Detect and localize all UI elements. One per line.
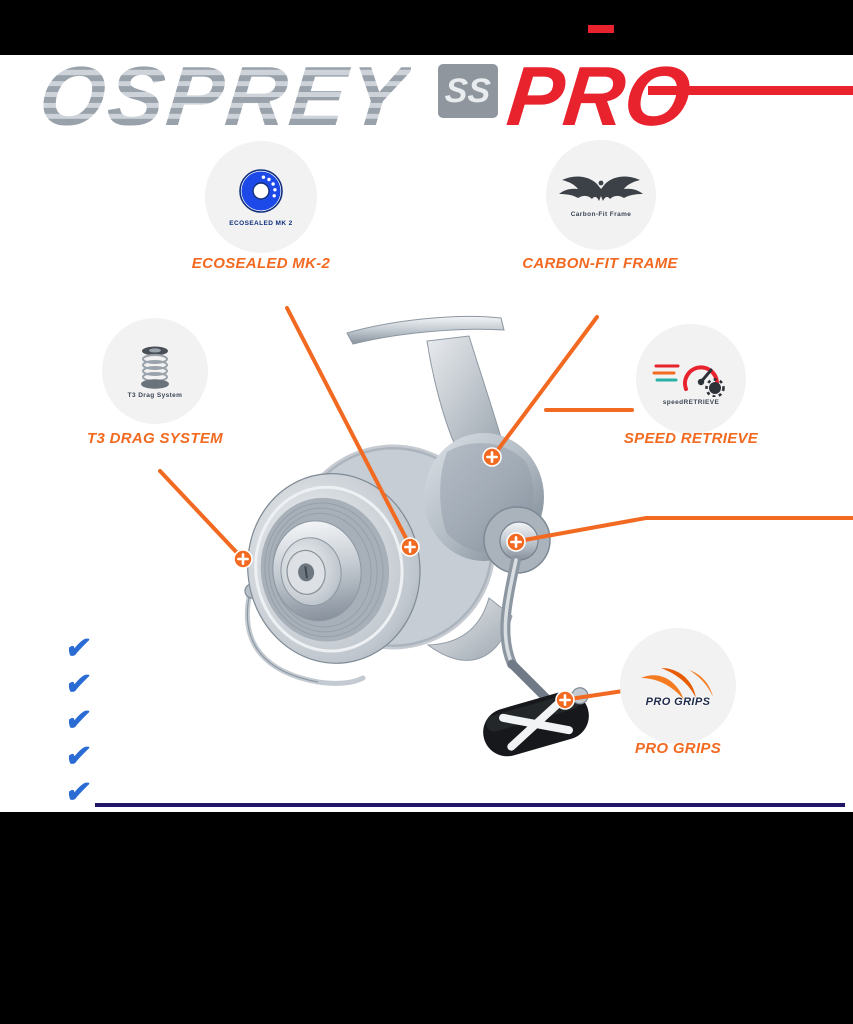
bottom-divider — [95, 803, 845, 807]
badge-caption: Carbon-Fit Frame — [570, 210, 632, 218]
feature-badge-carbon-frame: Carbon-Fit Frame — [546, 140, 656, 250]
feature-label-pro-grips: PRO GRIPS — [634, 740, 722, 757]
feature-badge-pro-grips: PRO GRIPS — [620, 628, 736, 744]
feature-badge-speed-retrieve: speedRETRIEVE — [636, 324, 746, 434]
checkmark-icon: ✔ — [63, 776, 94, 809]
feature-label-speed-retrieve: SPEED RETRIEVE — [623, 430, 759, 447]
top-red-dash — [588, 25, 614, 33]
speedometer-icon — [652, 364, 725, 397]
badge-caption: PRO GRIPS — [645, 696, 711, 708]
bearing-icon — [239, 168, 283, 213]
checkmark-icon: ✔ — [63, 740, 94, 773]
feature-badge-sealed-bearings: ECOSEALED MK 2 — [205, 141, 317, 253]
eagle-icon — [559, 176, 643, 201]
badge-caption: ECOSEALED MK 2 — [229, 219, 293, 227]
checkmark-icon: ✔ — [63, 632, 94, 665]
checkmark-icon: ✔ — [63, 704, 94, 737]
brand-wordmark: OSPREY — [35, 49, 414, 143]
badge-caption: speedRETRIEVE — [662, 398, 720, 406]
feature-badge-drag-system: T3 Drag System — [102, 318, 208, 424]
brand-underline — [648, 86, 853, 95]
checkmark-icon: ✔ — [63, 668, 94, 701]
badge-caption: T3 Drag System — [127, 391, 183, 399]
model-badge-text: SS — [444, 71, 493, 110]
feature-label-carbon-frame: CARBON-FIT FRAME — [522, 255, 678, 272]
claw-icon — [641, 668, 713, 700]
feature-checklist: ✔ ✔ ✔ ✔ ✔ — [63, 632, 94, 809]
drag-stack-icon — [141, 346, 169, 389]
model-badge: SS — [438, 64, 498, 118]
feature-label-drag-system: T3 DRAG SYSTEM — [87, 430, 223, 447]
feature-label-sealed-bearings: ECOSEALED MK-2 — [191, 255, 331, 272]
series-wordmark: PRO — [503, 49, 696, 143]
